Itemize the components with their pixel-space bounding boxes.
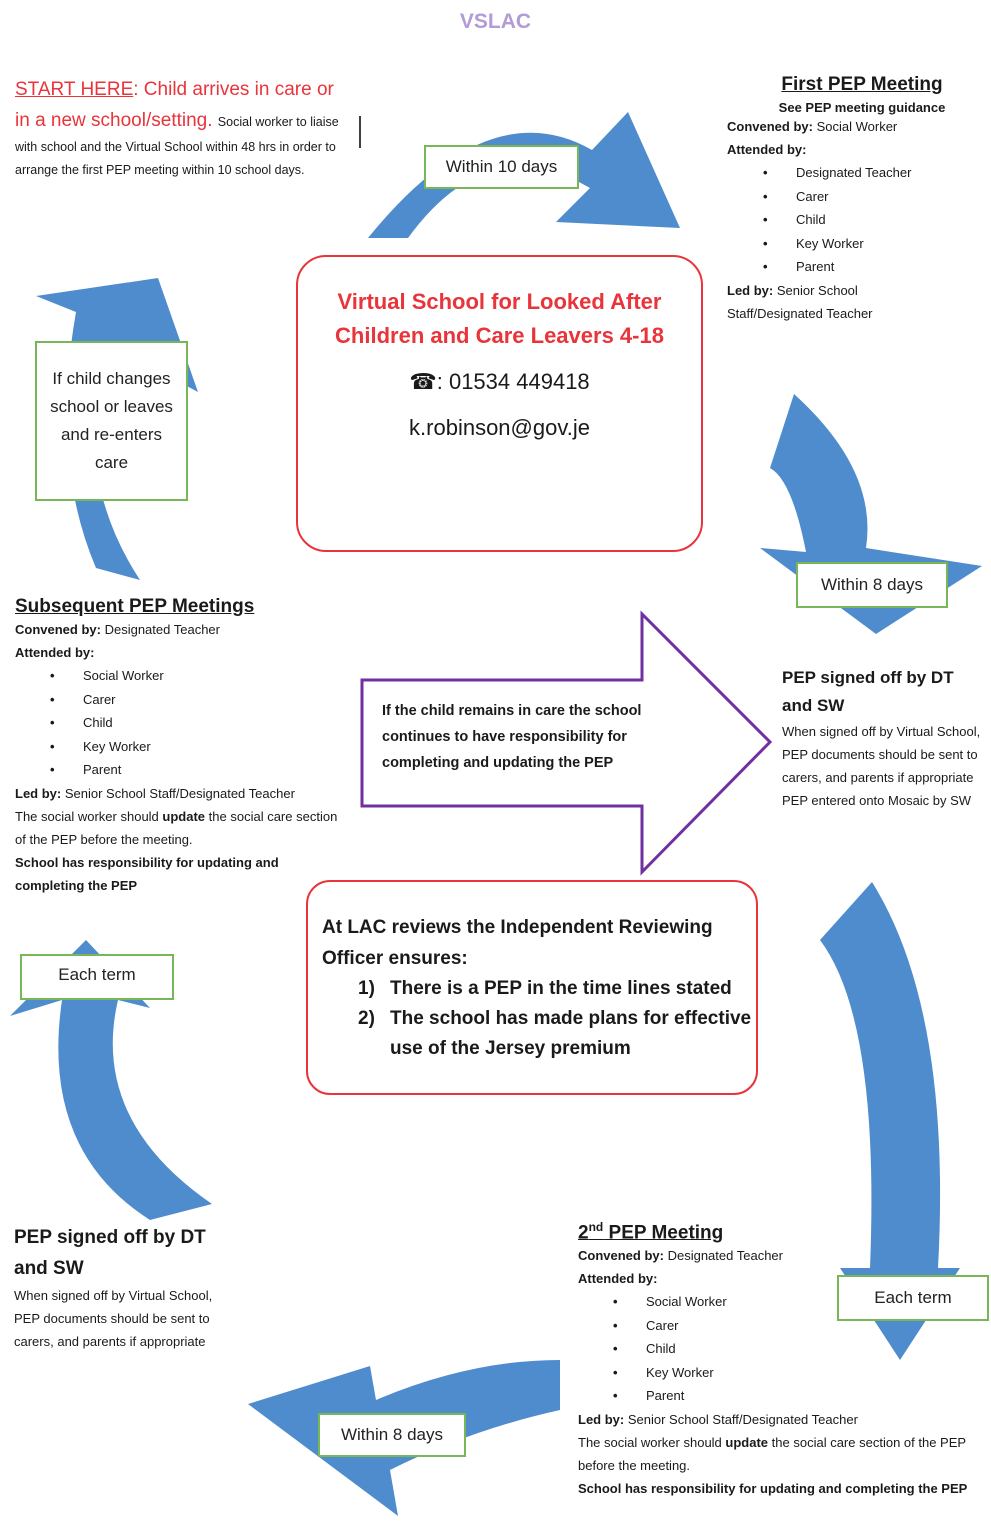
- second-pep-title-sup: nd: [588, 1220, 604, 1234]
- label-within-10-days: Within 10 days: [424, 145, 579, 189]
- phone-icon: ☎: [409, 369, 437, 394]
- lac-intro: At LAC reviews the Independent Reviewing…: [322, 917, 713, 969]
- label-within-8-days-right: Within 8 days: [796, 562, 948, 608]
- subsequent-pep-block: Subsequent PEP Meetings Convened by: Des…: [15, 596, 350, 897]
- first-pep-led: Senior School Staff/Designated Teacher: [727, 282, 873, 321]
- virtual-school-box: Virtual School for Looked After Children…: [296, 255, 703, 552]
- second-update-pre: The social worker should: [578, 1434, 722, 1450]
- subsequent-convened-label: Convened by:: [15, 622, 101, 637]
- start-lead: START HERE: [15, 79, 134, 100]
- first-pep-led-label: Led by:: [727, 282, 774, 298]
- subsequent-update-bold: update: [162, 808, 206, 824]
- lac-item-number-1: 1): [358, 978, 375, 999]
- first-pep-attendees: Designated Teacher Carer Child Key Worke…: [763, 161, 977, 279]
- phone-number: : 01534 449418: [436, 369, 590, 394]
- email-address: k.robinson@gov.je: [409, 415, 590, 440]
- list-item: Social Worker: [613, 1290, 983, 1314]
- list-item: Child: [613, 1337, 983, 1361]
- list-item: Key Worker: [763, 232, 977, 256]
- subsequent-responsibility: School has responsibility for updating a…: [15, 854, 279, 893]
- list-item: Key Worker: [50, 735, 350, 759]
- arrow-big-purple: [360, 610, 773, 876]
- second-pep-block: 2nd PEP Meeting Convened by: Designated …: [578, 1220, 983, 1500]
- pep-signed-left-block: PEP signed off by DT and SW When signed …: [14, 1222, 239, 1353]
- start-block: START HERE: Child arrives in care or in …: [15, 74, 340, 182]
- subsequent-led: Senior School Staff/Designated Teacher: [64, 785, 295, 801]
- second-responsibility: School has responsibility for updating a…: [578, 1480, 968, 1496]
- second-led-label: Led by:: [578, 1411, 625, 1427]
- label-if-child-changes: If child changes school or leaves and re…: [35, 341, 188, 501]
- lac-item-2: The school has made plans for effective …: [390, 1008, 752, 1059]
- second-led: Senior School Staff/Designated Teacher: [627, 1411, 858, 1427]
- list-item: Parent: [763, 255, 977, 279]
- second-attended-label: Attended by:: [578, 1271, 658, 1287]
- list-item: Carer: [613, 1314, 983, 1338]
- start-rest: : Child arrives in care or in a new scho…: [15, 79, 334, 131]
- list-item: Parent: [613, 1384, 983, 1408]
- second-update-bold: update: [725, 1434, 769, 1450]
- first-pep-attended-label: Attended by:: [727, 142, 807, 157]
- list-item: Parent: [50, 758, 350, 782]
- first-pep-title: First PEP Meeting: [781, 74, 943, 95]
- subsequent-led-label: Led by:: [15, 785, 62, 801]
- start-detail: Social worker to liaise with school and …: [15, 115, 339, 177]
- pep-signed-right-block: PEP signed off by DT and SW When signed …: [782, 664, 982, 812]
- lac-review-box: At LAC reviews the Independent Reviewing…: [306, 880, 758, 1095]
- first-pep-block: First PEP Meeting See PEP meeting guidan…: [727, 74, 977, 325]
- arrow-right-lower-curved: [820, 882, 960, 1360]
- pep-signed-left-title: PEP signed off by DT and SW: [14, 1227, 206, 1279]
- first-pep-guidance: See PEP meeting guidance: [778, 100, 946, 115]
- second-pep-title-rest: PEP Meeting: [603, 1222, 724, 1244]
- second-pep-title: 2nd PEP Meeting: [578, 1220, 983, 1244]
- second-attendees: Social Worker Carer Child Key Worker Par…: [613, 1290, 983, 1408]
- second-pep-title-num: 2: [578, 1222, 589, 1244]
- label-each-term-left: Each term: [20, 954, 174, 1000]
- second-convened-label: Convened by:: [578, 1248, 664, 1264]
- list-item: Child: [50, 711, 350, 735]
- subsequent-attended-label: Attended by:: [15, 645, 95, 660]
- first-pep-convened: Social Worker: [816, 119, 898, 134]
- pep-signed-right-title: PEP signed off by DT and SW: [782, 668, 954, 715]
- arrow-left-lower-curved: [10, 940, 212, 1220]
- lac-item-number-2: 2): [358, 1008, 375, 1029]
- subsequent-update-pre: The social worker should: [15, 808, 159, 824]
- label-within-8-days-bottom: Within 8 days: [318, 1413, 466, 1457]
- pep-signed-right-text: When signed off by Virtual School, PEP d…: [782, 724, 981, 808]
- subsequent-attendees: Social Worker Carer Child Key Worker Par…: [50, 664, 350, 782]
- list-item: Designated Teacher: [763, 161, 977, 185]
- lac-item-1: There is a PEP in the time lines stated: [390, 978, 732, 999]
- list-item: Social Worker: [50, 664, 350, 688]
- subsequent-update-post: the social care section of the PEP befor…: [15, 808, 338, 847]
- subsequent-convened: Designated Teacher: [104, 622, 220, 637]
- list-item: Carer: [50, 688, 350, 712]
- big-arrow-text: If the child remains in care the school …: [382, 703, 642, 771]
- first-pep-convened-label: Convened by:: [727, 119, 813, 134]
- arrow-top-curved: [368, 112, 680, 238]
- second-convened: Designated Teacher: [667, 1248, 783, 1264]
- list-item: Child: [763, 208, 977, 232]
- list-item: Key Worker: [613, 1361, 983, 1385]
- header-title: VSLAC: [459, 10, 532, 33]
- pep-signed-left-text: When signed off by Virtual School, PEP d…: [14, 1288, 213, 1349]
- virtual-school-title: Virtual School for Looked After Children…: [335, 289, 664, 348]
- second-update-post: the social care section of the PEP befor…: [578, 1434, 966, 1473]
- subsequent-pep-title: Subsequent PEP Meetings: [15, 596, 255, 617]
- list-item: Carer: [763, 185, 977, 209]
